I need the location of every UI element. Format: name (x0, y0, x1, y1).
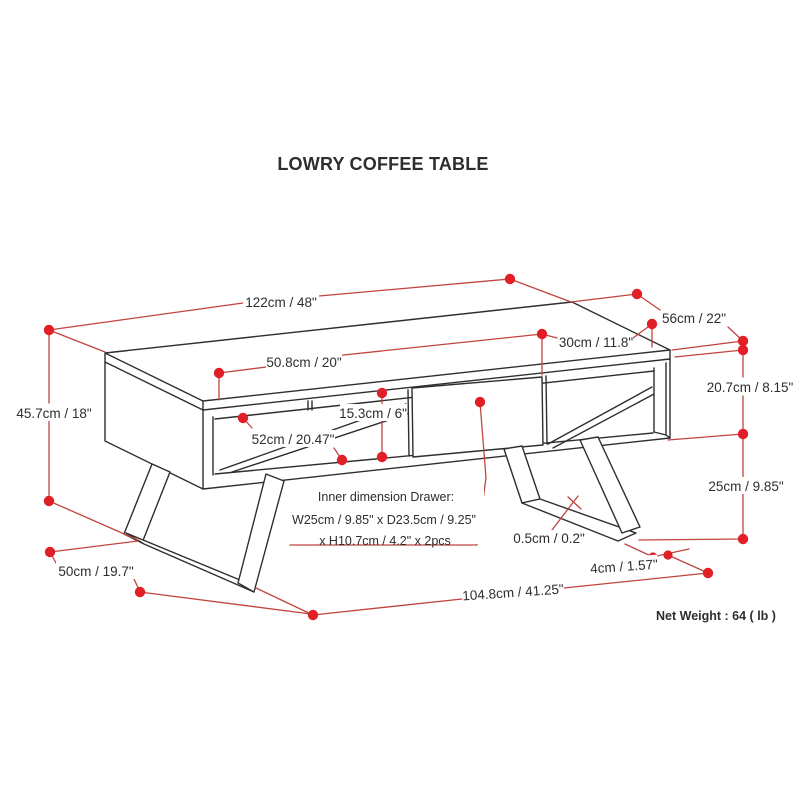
svg-text:25cm / 9.85": 25cm / 9.85" (708, 479, 784, 494)
right-leg-front-bar (503, 445, 541, 504)
dimension-label-table-depth: 56cm / 22" (661, 310, 727, 327)
dimension-label-top-opening-width: 50.8cm / 20" (266, 353, 342, 370)
dimension-label-right-opening-width: 30cm / 11.8" (558, 333, 633, 350)
dimension-label-left-opening-width: 52cm / 20.47" (251, 430, 335, 447)
right-leg-back-bar (579, 436, 641, 534)
dim-leg-thickness-leader (551, 495, 582, 531)
drawer-inner-dimension-note: Inner dimension Drawer: W25cm / 9.85" x … (288, 486, 484, 548)
dimension-label-leg-clearance: 25cm / 9.85" (708, 477, 786, 494)
dim-base-depth-line (49, 540, 312, 615)
dimension-label-leg-thickness: 0.5cm / 0.2" (512, 530, 586, 546)
svg-text:52cm / 20.47": 52cm / 20.47" (252, 432, 335, 447)
drawer-front (411, 376, 544, 458)
dimension-label-base-width: 104.8cm / 41.25" (461, 579, 565, 605)
svg-text:122cm / 48": 122cm / 48" (245, 295, 317, 310)
svg-text:4cm / 1.57": 4cm / 1.57" (590, 557, 659, 577)
dimension-marker-dots (43, 273, 749, 621)
left-leg-back-bar (237, 473, 285, 593)
dimension-label-opening-height: 15.3cm / 6" (339, 404, 407, 421)
svg-text:50.8cm / 20": 50.8cm / 20" (266, 355, 342, 370)
drawer-divider-lines (407, 375, 548, 457)
left-leg-foot-bar (125, 532, 255, 593)
dim-table-width-line (48, 278, 572, 353)
right-leg-foot-bar (521, 498, 637, 542)
dimension-label-base-depth: 50cm / 19.7" (56, 562, 135, 579)
svg-text:Inner dimension Drawer:: Inner dimension Drawer: (318, 490, 454, 504)
right-end-panel (653, 358, 671, 439)
svg-text:15.3cm / 6": 15.3cm / 6" (339, 406, 407, 421)
dim-table-height-line (48, 329, 139, 541)
labels-layer: LOWRY COFFEE TABLE 122cm / 48" 56cm / 22… (16, 154, 797, 623)
dim-leg-clearance-line (638, 433, 744, 541)
svg-text:30cm / 11.8": 30cm / 11.8" (559, 335, 634, 350)
svg-text:W25cm / 9.85" x D23.5cm / 9.25: W25cm / 9.85" x D23.5cm / 9.25" (292, 513, 476, 527)
svg-text:0.5cm / 0.2": 0.5cm / 0.2" (513, 531, 585, 546)
dim-table-depth-line (570, 293, 744, 358)
svg-text:x H10.7cm / 4.2" x 2pcs: x H10.7cm / 4.2" x 2pcs (319, 534, 451, 548)
dimension-label-table-width: 122cm / 48" (243, 293, 319, 310)
svg-text:20.7cm / 8.15": 20.7cm / 8.15" (707, 380, 794, 395)
dim-base-width-line (255, 572, 709, 616)
svg-text:56cm / 22": 56cm / 22" (662, 311, 726, 326)
net-weight-label: Net Weight : 64 ( lb ) (656, 609, 776, 623)
dim-top-opening-width-line (218, 333, 543, 401)
svg-text:50cm / 19.7": 50cm / 19.7" (58, 564, 134, 579)
dimension-annotations (43, 273, 749, 621)
svg-text:45.7cm / 18": 45.7cm / 18" (16, 406, 92, 421)
page-title: LOWRY COFFEE TABLE (277, 154, 488, 174)
dimension-label-table-height: 45.7cm / 18" (16, 404, 92, 421)
table-top (104, 301, 671, 411)
svg-text:104.8cm / 41.25": 104.8cm / 41.25" (462, 581, 565, 603)
dimension-label-foot-gap: 4cm / 1.57" (589, 554, 659, 577)
dimension-label-carcass-height: 20.7cm / 8.15" (704, 378, 797, 395)
left-leg-front-bar (123, 463, 171, 544)
